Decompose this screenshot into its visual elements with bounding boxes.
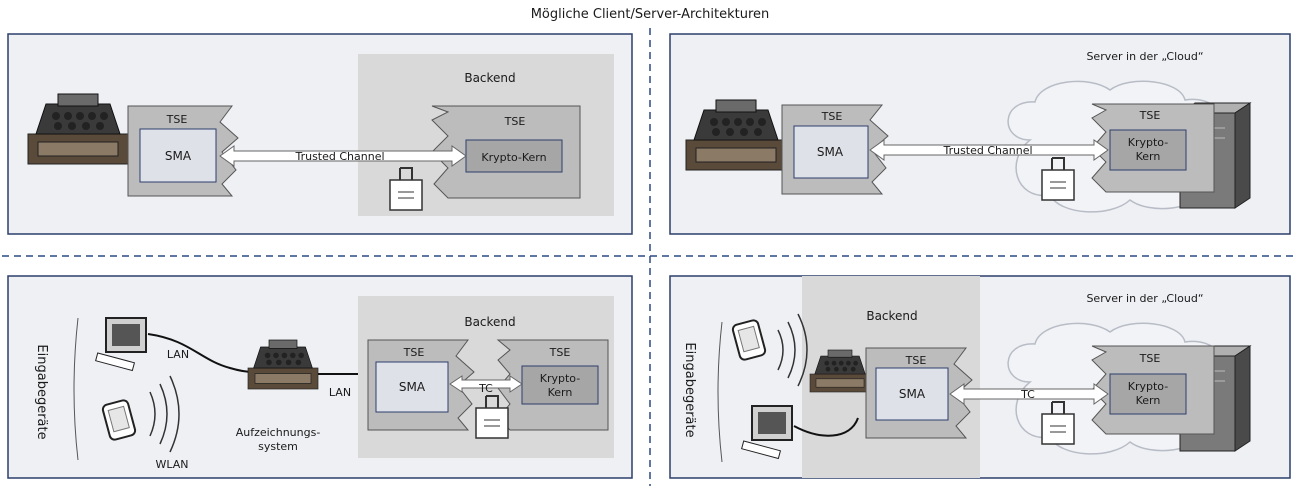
sma-label: SMA (899, 387, 926, 401)
tse-server-label: TSE (1139, 109, 1161, 122)
tc-label: TC (1020, 388, 1035, 401)
lan-label-2: LAN (329, 386, 351, 399)
trusted-channel-arrow (219, 145, 467, 167)
panel-bottom-left: Eingabegeräte LAN WLAN Aufzeichnungs- sy… (7, 275, 633, 479)
backend-label: Backend (866, 309, 917, 323)
sma-box (793, 125, 869, 179)
trusted-channel-arrow (869, 139, 1109, 161)
sma-box (375, 361, 449, 413)
input-devices-bracket (717, 321, 723, 463)
krypto-box (1109, 129, 1187, 171)
cloud-label: Server in der „Cloud“ (1086, 292, 1203, 305)
sma-box (139, 128, 217, 183)
tse-left-label: TSE (403, 346, 425, 359)
panel-top-left: Backend TSE SMA TSE Krypto-Kern Trusted … (7, 33, 633, 235)
krypto-label-line2: Kern (1136, 150, 1161, 163)
lan-label-1: LAN (167, 348, 189, 361)
tc-arrow (949, 383, 1109, 405)
krypto-label-line2: Kern (1136, 394, 1161, 407)
sma-label: SMA (399, 380, 426, 394)
panel-top-right: Server in der „Cloud“ TSE SMA TSE Krypto… (669, 33, 1291, 235)
krypto-label-line1: Krypto- (1128, 136, 1168, 149)
trusted-channel-label: Trusted Channel (294, 150, 384, 163)
diagram-title: Mögliche Client/Server-Architekturen (531, 7, 770, 22)
panel-bottom-right: Backend Eingabegeräte TSE SMA Server in … (669, 275, 1291, 479)
backend-label: Backend (464, 315, 515, 329)
backend-label: Backend (464, 71, 515, 85)
tc-label: TC (478, 382, 493, 395)
tc-arrow (449, 375, 523, 393)
lan-cable (793, 417, 859, 437)
krypto-box (465, 139, 563, 173)
tse-label: TSE (905, 354, 927, 367)
recording-system-label-2: system (258, 440, 298, 453)
krypto-label-line2: Kern (548, 386, 573, 399)
tse-client-label: TSE (166, 113, 188, 126)
sma-label: SMA (165, 149, 192, 163)
krypto-box (521, 365, 599, 405)
recording-system-label-1: Aufzeichnungs- (236, 426, 321, 439)
wlan-waves-icon (777, 313, 808, 387)
krypto-label-line1: Krypto- (1128, 380, 1168, 393)
krypto-label: Krypto-Kern (481, 151, 546, 164)
input-devices-bracket (73, 317, 79, 461)
tse-client-label: TSE (821, 110, 843, 123)
input-devices-label: Eingabegeräte (34, 344, 49, 439)
krypto-label-line1: Krypto- (540, 372, 580, 385)
tse-server-label: TSE (1139, 352, 1161, 365)
sma-box (875, 367, 949, 421)
input-devices-label: Eingabegeräte (682, 342, 697, 437)
tse-right-label: TSE (549, 346, 571, 359)
tse-backend-label: TSE (504, 115, 526, 128)
cloud-label: Server in der „Cloud“ (1086, 50, 1203, 63)
wlan-waves-icon (149, 375, 180, 453)
krypto-box (1109, 373, 1187, 415)
sma-label: SMA (817, 145, 844, 159)
wlan-label: WLAN (155, 458, 188, 471)
trusted-channel-label: Trusted Channel (942, 144, 1032, 157)
